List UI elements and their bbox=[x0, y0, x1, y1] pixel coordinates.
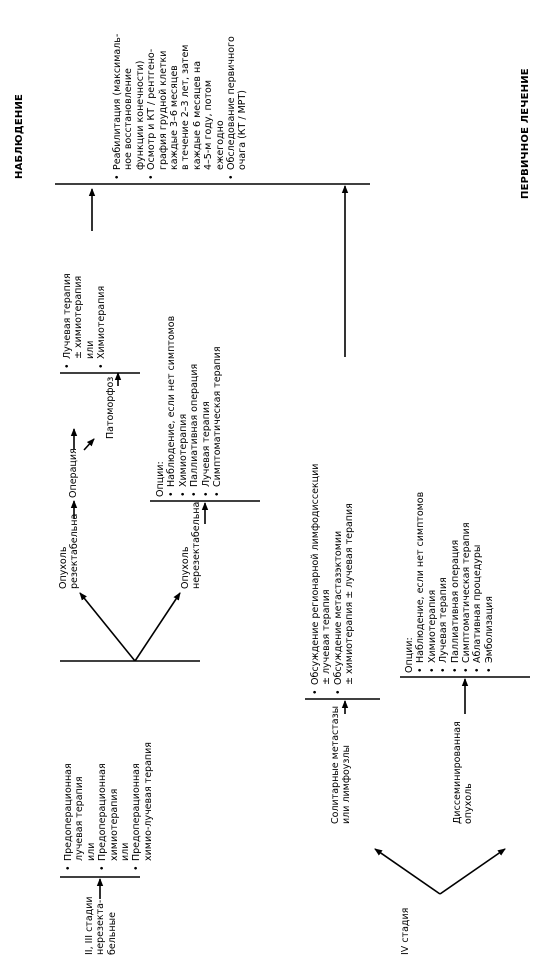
op-to-patho bbox=[83, 438, 95, 451]
pathomorphosis-label: Патоморфоз bbox=[105, 376, 116, 439]
dissem-options-title: Опции: bbox=[404, 637, 415, 673]
dissem-option: Симптоматическая терапия bbox=[461, 492, 472, 673]
dissem-option: Наблюдение, если нет симптомов bbox=[415, 492, 426, 673]
header-observation: НАБЛЮДЕНИЕ bbox=[14, 93, 25, 179]
nonresect-option: Паллиативная операция bbox=[189, 316, 200, 497]
solitary-options-list: Обсуждение регионарной лимфодиссекции± л… bbox=[310, 464, 356, 695]
dissem-options: Опции: Наблюдение, если нет симптомов Хи… bbox=[404, 492, 495, 673]
stage4-down bbox=[439, 848, 506, 895]
stage-4-label: IV стадия bbox=[400, 907, 411, 955]
solitary-option: Обсуждение регионарной лимфодиссекции± л… bbox=[310, 464, 333, 695]
nonresect-options: Опции: Наблюдение, если нет симптомов Хи… bbox=[155, 316, 223, 497]
nonresect-option: Наблюдение, если нет симптомов bbox=[166, 316, 177, 497]
solitary-option: Обсуждение метастазэктомии± химиотерапия… bbox=[333, 464, 356, 695]
disseminated-label: Диссеминированная опухоль bbox=[452, 721, 475, 824]
observation-item: Осмотр и КТ / рентгено-графия грудной кл… bbox=[146, 34, 226, 180]
stage-23-label: II, III стадии нерезекта- бельные bbox=[84, 896, 118, 955]
nonresectable-label: Опухоль нерезектабельна bbox=[180, 501, 203, 589]
nonresect-option: Лучевая терапия bbox=[201, 316, 212, 497]
split-down bbox=[134, 592, 181, 662]
nonresect-option: Симптоматическая терапия bbox=[212, 316, 223, 497]
dissem-option: Лучевая терапия bbox=[438, 492, 449, 673]
split-up bbox=[79, 592, 136, 662]
dissem-option: Химиотерапия bbox=[427, 492, 438, 673]
dissem-option: Эмболизация bbox=[484, 492, 495, 673]
nonresect-options-title: Опции: bbox=[155, 461, 166, 497]
postop-option: Химиотерапия bbox=[96, 273, 107, 369]
stage4-up bbox=[374, 848, 441, 895]
observation-list: Реабилитация (максималь-ное восстановлен… bbox=[112, 34, 249, 180]
dissem-option: Аблативная процедуры bbox=[472, 492, 483, 673]
resectable-label: Опухоль резектабельна bbox=[58, 513, 81, 589]
header-primary: ПЕРВИЧНОЕ ЛЕЧЕНИЕ bbox=[520, 68, 531, 199]
observation-item: Реабилитация (максималь-ное восстановлен… bbox=[112, 34, 146, 180]
solitary-label: Солитарные метастазы или лимфоузлы bbox=[330, 705, 353, 824]
nonresect-option: Химиотерапия bbox=[178, 316, 189, 497]
dissem-option: Паллиативная операция bbox=[450, 492, 461, 673]
operation-label: Операция bbox=[68, 448, 79, 498]
